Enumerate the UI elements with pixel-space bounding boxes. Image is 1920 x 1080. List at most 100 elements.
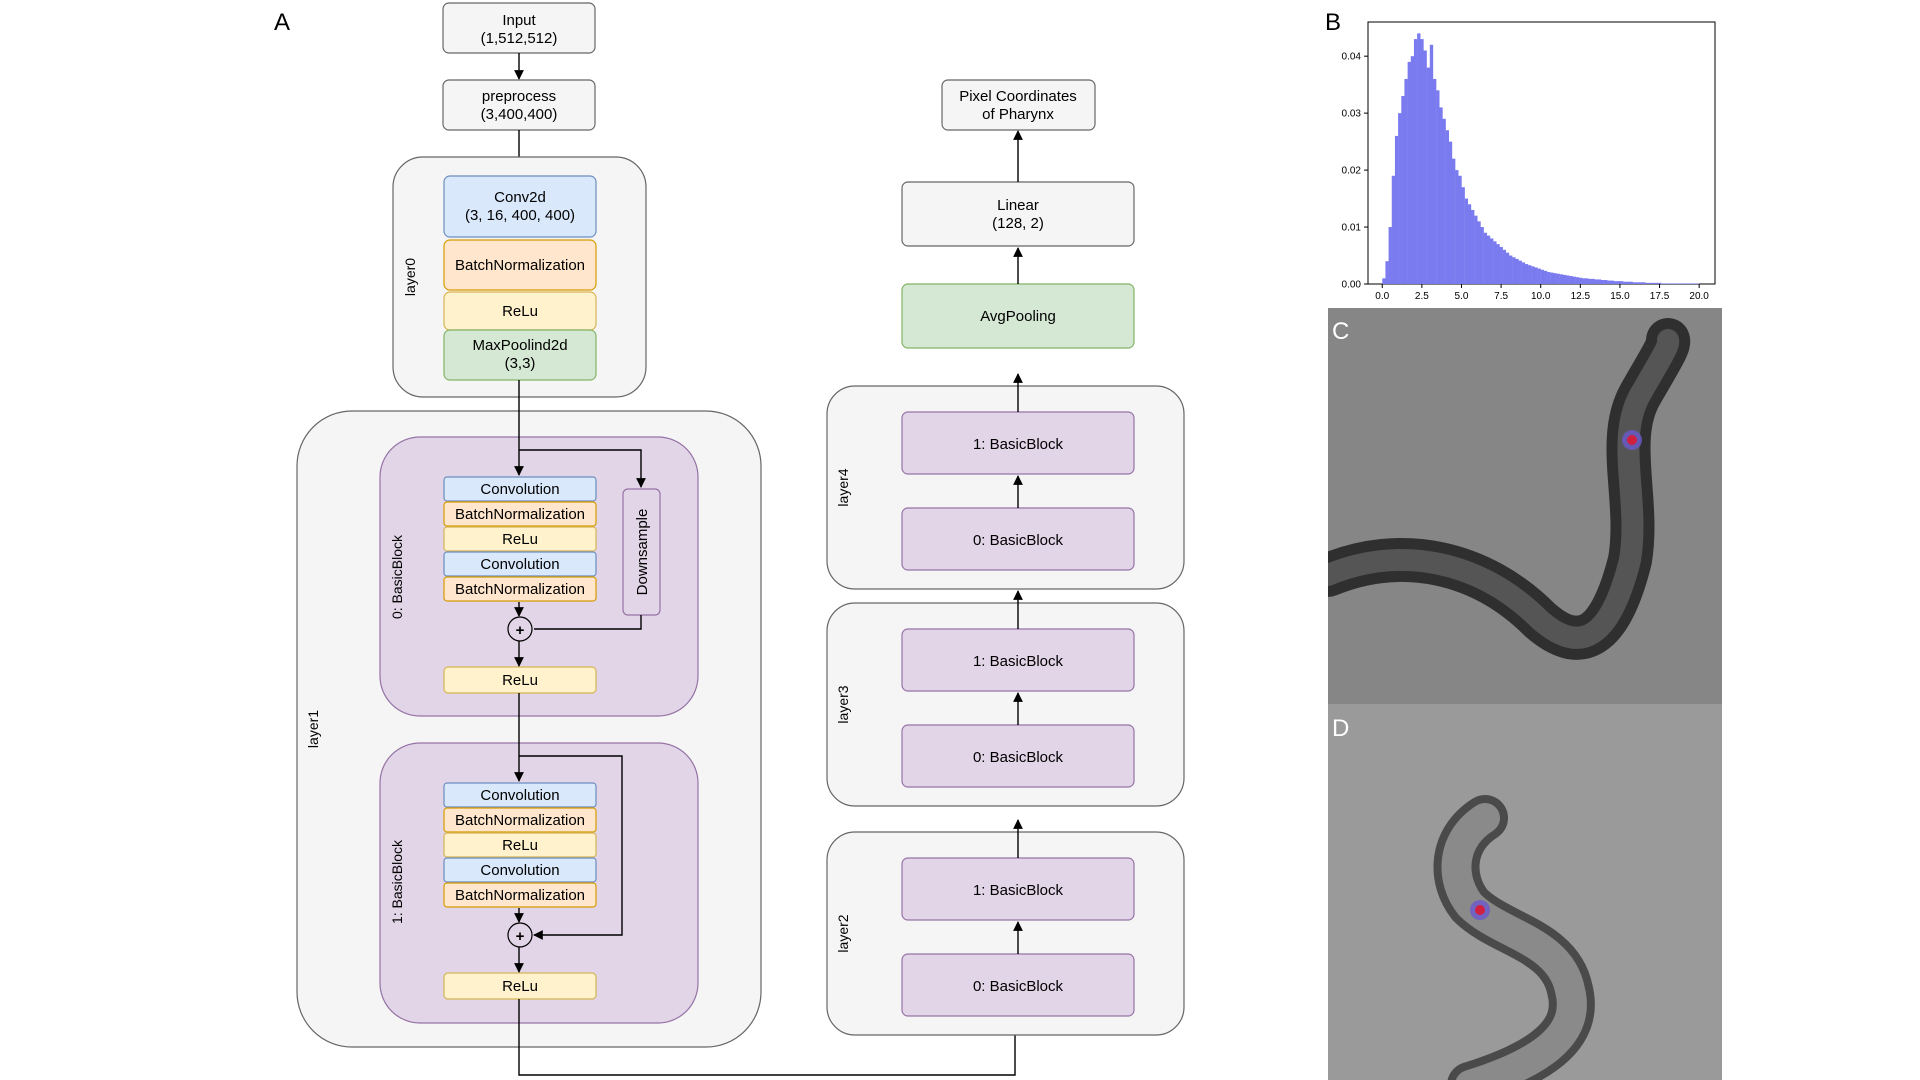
linear-line2: (128, 2) [992, 215, 1044, 232]
y-tick-label: 0.04 [1342, 52, 1362, 63]
histogram-bar [1667, 283, 1671, 284]
histogram-bar [1626, 281, 1630, 284]
histogram-bar [1477, 221, 1481, 284]
output-line2: of Pharynx [982, 106, 1054, 123]
histogram-bar [1600, 280, 1605, 284]
block1-relu-text: ReLu [502, 978, 538, 995]
op-label: Convolution [480, 787, 559, 804]
histogram-bar [1629, 281, 1633, 284]
y-tick-label: 0.03 [1342, 109, 1362, 120]
histogram-bar [1607, 280, 1611, 284]
worm-body-d-inner [1441, 803, 1587, 1080]
histogram-bar [1417, 33, 1421, 285]
histogram-bar [1591, 278, 1595, 284]
histogram-bar [1451, 158, 1456, 284]
op-label: BatchNormalization [455, 581, 585, 598]
avgpool-text: AvgPooling [980, 308, 1056, 325]
histogram-bar [1474, 215, 1478, 284]
arrow-to-downsample [519, 449, 646, 488]
histogram-bar [1439, 107, 1443, 284]
conv2d-box [443, 175, 597, 238]
layer1-block0-ops: ConvolutionBatchNormalizationReLuConvolu… [443, 476, 597, 602]
histogram-bar [1398, 113, 1402, 284]
histogram-bar [1410, 56, 1415, 284]
histogram-bar [1623, 281, 1627, 284]
layer4-block1-label: 1: BasicBlock [973, 436, 1064, 453]
layer3-block1-label: 1: BasicBlock [973, 653, 1064, 670]
histogram-bar [1692, 283, 1697, 284]
op-label: BatchNormalization [455, 812, 585, 829]
layer1-block1-ops: ConvolutionBatchNormalizationReLuConvolu… [443, 782, 597, 908]
linear-box [901, 181, 1135, 247]
chart-bars [1382, 33, 1700, 285]
histogram-bar [1638, 282, 1643, 284]
layer0-relu-text: ReLu [502, 303, 538, 320]
histogram-bar [1404, 78, 1408, 285]
op-label: Convolution [480, 862, 559, 879]
histogram-bar [1401, 96, 1405, 284]
layer0-label: layer0 [402, 258, 418, 296]
input-box-line1: Input [502, 12, 536, 29]
histogram-bar [1442, 118, 1446, 285]
histogram-bar [1490, 238, 1494, 284]
x-tick-label: 0.0 [1375, 291, 1389, 302]
layer4-block0-label: 0: BasicBlock [973, 532, 1064, 549]
histogram-bar [1676, 283, 1681, 284]
op-box [443, 832, 597, 858]
histogram-bar [1645, 282, 1649, 284]
histogram-bar [1509, 255, 1513, 284]
histogram-bar [1531, 266, 1535, 284]
op-box [443, 882, 597, 908]
preprocess-line1: preprocess [482, 88, 556, 105]
maxpool-box [443, 329, 597, 381]
histogram-bar [1537, 268, 1541, 284]
line-downsample-add [534, 615, 642, 630]
histogram-bar [1673, 283, 1678, 284]
histogram-bar [1543, 270, 1548, 284]
layer1-label: layer1 [305, 710, 321, 748]
histogram-bar [1467, 204, 1472, 284]
arrow-layer1-layer2 [518, 999, 1020, 1076]
panel-letter-b: B [1325, 9, 1341, 36]
x-tick-label: 12.5 [1571, 291, 1591, 302]
histogram-bar [1686, 283, 1690, 284]
block0-relu-box [443, 666, 597, 694]
histogram-bar [1407, 61, 1411, 284]
histogram-bar [1413, 39, 1418, 284]
histogram-bar [1391, 175, 1396, 284]
histogram-bar [1470, 209, 1475, 284]
histogram-bar [1654, 282, 1659, 284]
preprocess-line2: (3,400,400) [481, 106, 558, 123]
histogram-bar [1423, 50, 1427, 285]
histogram-bar [1420, 39, 1424, 284]
histogram-bar [1534, 267, 1538, 284]
layer0-batchnorm-box [443, 239, 597, 291]
histogram-bar [1486, 235, 1491, 284]
histogram-bar [1426, 67, 1430, 284]
histogram-bar [1581, 278, 1586, 284]
op-box [443, 857, 597, 883]
op-box [443, 476, 597, 502]
histogram-bar [1661, 283, 1665, 284]
histogram-bar [1458, 175, 1462, 284]
output-line1: Pixel Coordinates [959, 88, 1077, 105]
histogram-bar [1575, 277, 1579, 284]
histogram-bar [1461, 187, 1465, 284]
x-tick-label: 15.0 [1610, 291, 1630, 302]
op-box [443, 807, 597, 833]
x-tick-label: 17.5 [1650, 291, 1670, 302]
histogram-bar [1651, 282, 1655, 284]
x-tick-label: 5.0 [1455, 291, 1469, 302]
histogram-bar [1432, 78, 1437, 285]
op-label: ReLu [502, 837, 538, 854]
op-label: Convolution [480, 556, 559, 573]
architecture-diagram: Input (1,512,512) preprocess (3,400,400)… [296, 2, 1185, 1076]
pharynx-marker-d [1475, 905, 1485, 915]
op-label: ReLu [502, 531, 538, 548]
layer3-label: layer3 [835, 685, 851, 723]
x-tick-label: 2.5 [1415, 291, 1429, 302]
histogram-bar [1448, 141, 1453, 284]
op-box [443, 782, 597, 808]
